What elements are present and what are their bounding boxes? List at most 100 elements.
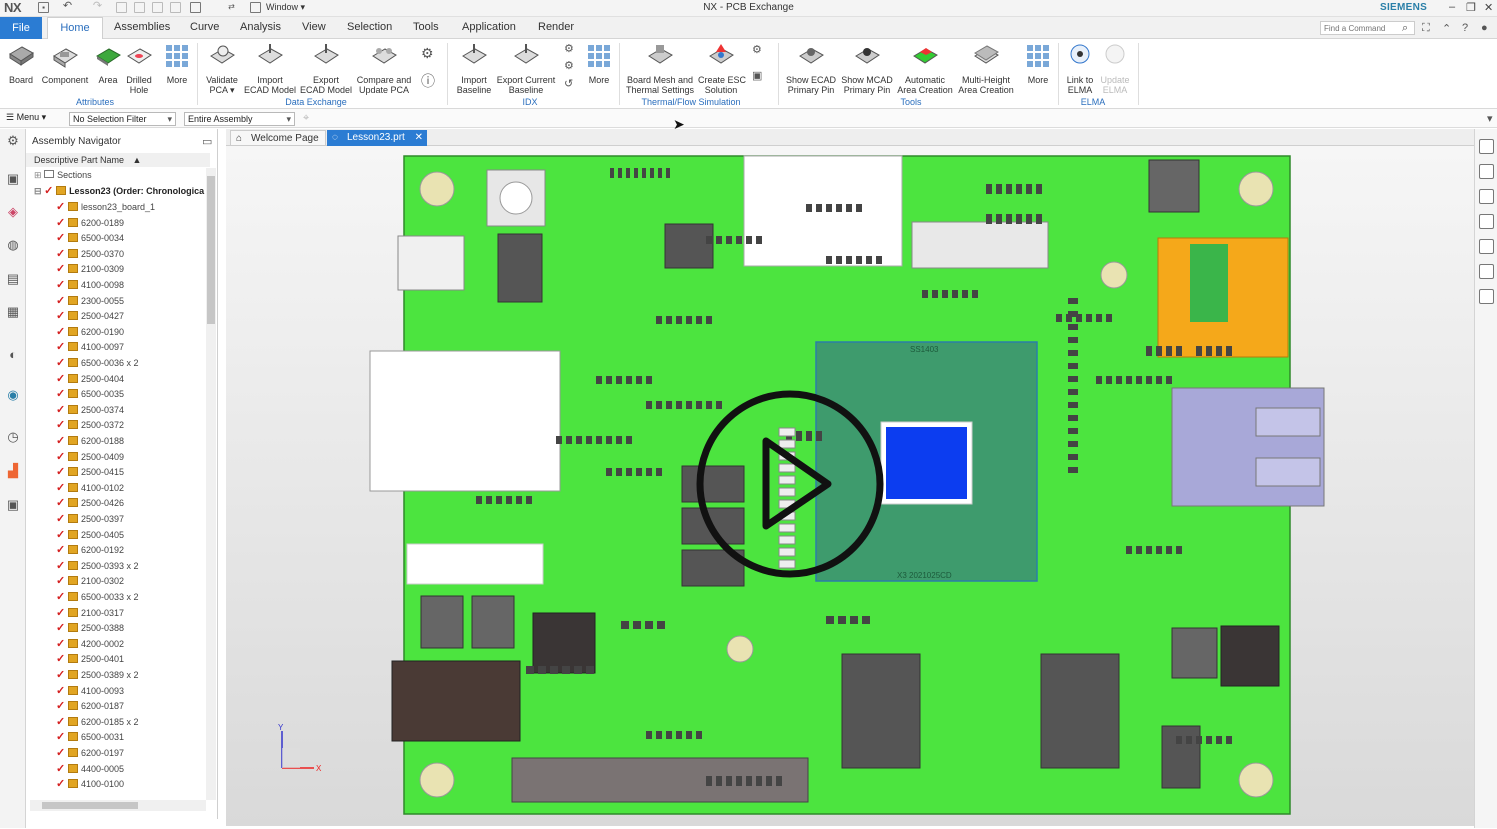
tree-part-row[interactable]: ✓4200-0002 [56, 637, 124, 652]
tree-part-row[interactable]: ✓6500-0036 x 2 [56, 356, 139, 371]
play-button[interactable] [696, 390, 884, 578]
terminal-block[interactable] [911, 221, 1049, 269]
tree-part-row[interactable]: ✓4100-0093 [56, 684, 124, 699]
info-icon[interactable]: ⓘ [421, 73, 435, 89]
more-idx-button[interactable]: More [584, 42, 614, 85]
save-icon[interactable]: ▪ [38, 2, 49, 13]
tree-part-row[interactable]: ✓6200-0197 [56, 746, 124, 761]
search-icon[interactable]: ⌕ [1402, 22, 1409, 34]
roles-icon[interactable]: ▣ [6, 497, 20, 512]
export-baseline-button[interactable]: Export Current Baseline [496, 42, 556, 95]
inductor-right[interactable] [1220, 625, 1280, 687]
tree-part-row[interactable]: ✓4100-0098 [56, 278, 124, 293]
more-tools-button[interactable]: More [1022, 42, 1054, 85]
filterbar-overflow-icon[interactable]: ▾ [1487, 113, 1493, 125]
constraint-navigator-icon[interactable]: ◈ [8, 204, 18, 219]
tree-part-row[interactable]: ✓6200-0187 [56, 699, 124, 714]
paste-icon[interactable] [152, 2, 163, 13]
delete-icon[interactable] [170, 2, 181, 13]
tab-render[interactable]: Render [538, 21, 575, 33]
multi-height-area-button[interactable]: Multi-Height Area Creation [956, 42, 1016, 95]
tab-home[interactable]: Home [47, 17, 103, 39]
tab-tools[interactable]: Tools [413, 21, 439, 33]
export-ecad-button[interactable]: Export ECAD Model [300, 42, 352, 95]
settings-icon[interactable]: ● [1481, 22, 1488, 34]
copy-icon[interactable] [134, 2, 145, 13]
gear-icon[interactable]: ⚙ [421, 45, 434, 61]
section-view-icon[interactable] [1479, 189, 1494, 204]
tab-curve[interactable]: Curve [190, 21, 220, 33]
tree-part-row[interactable]: ✓2100-0317 [56, 606, 124, 621]
collapse-ribbon-icon[interactable]: ⌃ [1442, 23, 1452, 35]
tab-view[interactable]: View [302, 21, 326, 33]
validate-pca-button[interactable]: Validate PCA ▾ [202, 42, 242, 95]
tree-part-row[interactable]: ✓2500-0372 [56, 418, 124, 433]
board-mesh-button[interactable]: Board Mesh and Thermal Settings [624, 42, 696, 95]
tree-part-row[interactable]: ✓2500-0427 [56, 309, 124, 324]
reuse-library-icon[interactable]: ▤ [6, 271, 20, 286]
help-icon[interactable]: ? [1462, 22, 1469, 34]
play-icon[interactable] [762, 437, 832, 530]
idx-sync-icon[interactable]: ⚙ [564, 60, 574, 72]
pin-header-connector[interactable] [743, 155, 903, 267]
tab-assemblies[interactable]: Assemblies [114, 21, 171, 33]
orient-view-icon[interactable] [1479, 239, 1494, 254]
tree-part-row[interactable]: ✓6200-0185 x 2 [56, 715, 139, 730]
tree-part-row[interactable]: ✓2500-0374 [56, 403, 124, 418]
scroll-thumb[interactable] [42, 802, 138, 809]
pcb-model[interactable]: SS1403 X3 2021025CD X Y [226, 146, 1474, 826]
capacitor-tall[interactable] [1161, 725, 1201, 789]
tree-part-row[interactable]: ✓2500-0370 [56, 247, 124, 262]
fullscreen-icon[interactable]: ⛶ [1422, 22, 1430, 34]
tree-part-row[interactable]: ✓6500-0035 [56, 387, 124, 402]
white-module[interactable] [369, 350, 561, 492]
ic-qfn[interactable] [664, 223, 714, 269]
tree-part-row[interactable]: ✓6500-0031 [56, 730, 124, 745]
tree-part-row[interactable]: ✓2500-0389 x 2 [56, 668, 139, 683]
restore-icon[interactable]: ❐ [1466, 2, 1476, 14]
panel-menu-icon[interactable]: ▭ [202, 136, 213, 148]
idx-gear-icon[interactable]: ⚙ [564, 43, 574, 55]
undo-icon[interactable]: ↶ [62, 0, 73, 12]
tab-selection[interactable]: Selection [347, 21, 393, 33]
more-attributes-button[interactable]: More [162, 42, 192, 85]
graphics-window[interactable]: SS1403 X3 2021025CD X Y [226, 146, 1474, 826]
resource-settings-icon[interactable]: ⚙ [7, 133, 19, 148]
hd3d-tools-icon[interactable]: ▦ [6, 304, 20, 319]
redo-icon[interactable]: ↷ [92, 0, 103, 12]
usb-connector[interactable] [1171, 387, 1325, 507]
tree-part-row[interactable]: ✓2100-0309 [56, 262, 124, 277]
show-ecad-pin-button[interactable]: Show ECAD Primary Pin [784, 42, 838, 95]
area-button[interactable]: Area [94, 42, 122, 85]
ic-soic[interactable] [497, 233, 543, 303]
touch-mode-icon[interactable]: ⇄ [228, 2, 235, 11]
palette-icon[interactable]: ▟ [8, 463, 18, 478]
history-icon[interactable]: ◷ [7, 429, 19, 444]
tab-file[interactable]: File [0, 17, 42, 39]
tree-part-row[interactable]: ✓6200-0192 [56, 543, 124, 558]
tree-part-row[interactable]: ✓2300-0055 [56, 294, 124, 309]
crystal-2[interactable] [471, 595, 515, 649]
tree-part-row[interactable]: ✓4100-0097 [56, 340, 124, 355]
board-button[interactable]: Board [6, 42, 36, 85]
create-esc-solution-button[interactable]: Create ESC Solution [698, 42, 746, 95]
switch-window-icon[interactable] [250, 2, 261, 13]
window-menu[interactable]: Window ▾ [266, 2, 306, 12]
select-tool-icon[interactable]: ⌖ [303, 112, 310, 124]
tab-lesson23-part[interactable]: ◌Lesson23.prt✕ [327, 130, 427, 146]
tree-part-row[interactable]: ✓6200-0190 [56, 325, 124, 340]
tree-part-row[interactable]: ✓2500-0409 [56, 450, 124, 465]
tab-analysis[interactable]: Analysis [240, 21, 281, 33]
tree-part-row[interactable]: ✓2500-0397 [56, 512, 124, 527]
fit-view-icon[interactable] [1479, 139, 1494, 154]
part-navigator-icon[interactable]: ◍ [7, 237, 19, 252]
tree-part-row[interactable]: ✓2500-0405 [56, 528, 124, 543]
column-header[interactable]: Descriptive Part Name ▲ [26, 153, 210, 167]
tree-part-row[interactable]: ✓6500-0034 [56, 231, 124, 246]
link-to-elma-button[interactable]: Link to ELMA [1062, 42, 1098, 95]
assembly-scope-dropdown[interactable]: Entire Assembly [184, 112, 295, 126]
import-ecad-button[interactable]: Import ECAD Model [244, 42, 296, 95]
gpio-header[interactable] [511, 757, 809, 803]
tree-part-row[interactable]: ✓6200-0188 [56, 434, 124, 449]
minimize-icon[interactable]: – [1449, 1, 1456, 13]
